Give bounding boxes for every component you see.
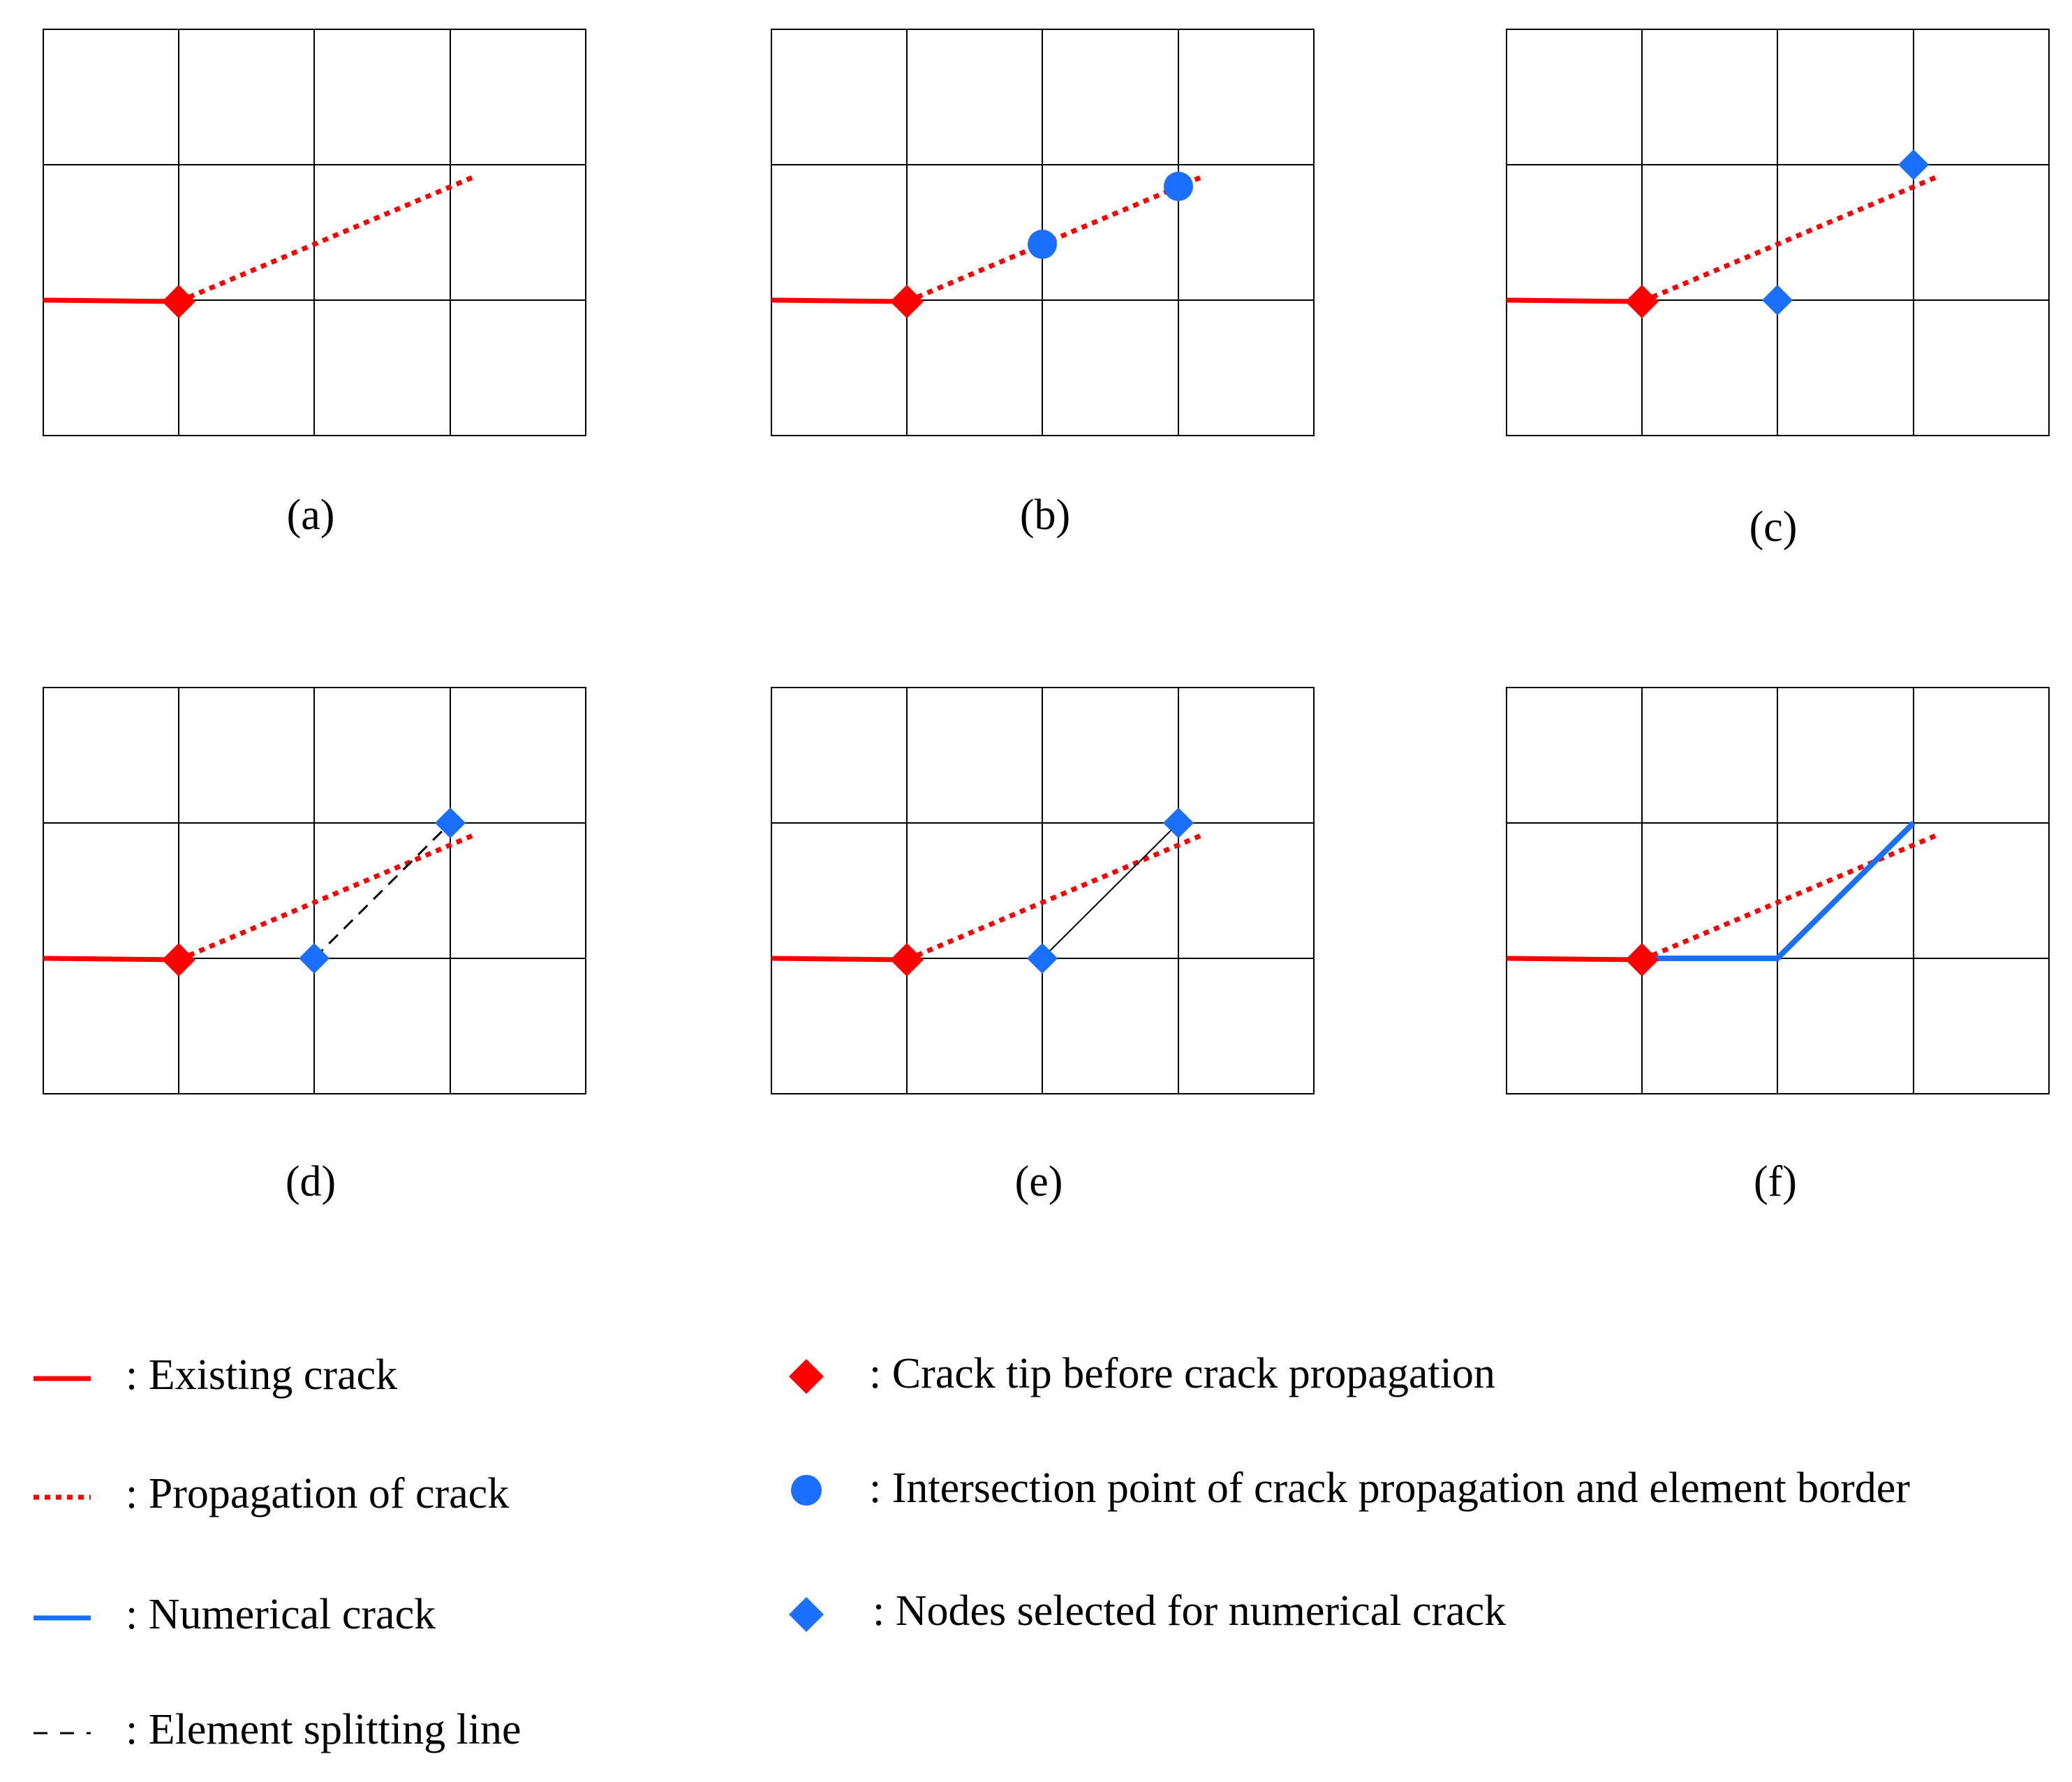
existing-crack-line bbox=[1506, 956, 1643, 963]
legend-label-existing-crack: : Existing crack bbox=[126, 1351, 397, 1399]
element-splitting-line bbox=[313, 822, 452, 960]
legend-crack-tip-icon bbox=[789, 1359, 824, 1394]
panel-b bbox=[771, 29, 1315, 436]
selected-node-marker bbox=[299, 943, 330, 974]
mesh-grid bbox=[43, 29, 586, 436]
propagation-line bbox=[1641, 173, 1941, 304]
legend-label-numerical-crack: : Numerical crack bbox=[126, 1591, 436, 1638]
crack-tip-marker bbox=[162, 943, 195, 977]
panel-e bbox=[771, 687, 1315, 1094]
propagation-line bbox=[1641, 831, 1941, 963]
selected-node-marker bbox=[1898, 149, 1929, 180]
mesh-grid bbox=[1506, 687, 2050, 1094]
panel-label-f: (f) bbox=[1754, 1158, 1797, 1205]
selected-node-marker bbox=[1762, 285, 1793, 315]
selected-node-marker bbox=[1163, 808, 1194, 838]
mesh-grid bbox=[43, 687, 586, 1094]
panel-d bbox=[43, 687, 586, 1094]
existing-crack-line bbox=[1506, 297, 1643, 304]
existing-crack-line bbox=[771, 956, 908, 963]
existing-crack-line bbox=[43, 956, 179, 963]
propagation-line bbox=[905, 831, 1206, 963]
propagation-line bbox=[177, 831, 478, 963]
legend-intersection-point-icon bbox=[791, 1475, 822, 1506]
panel-label-a: (a) bbox=[287, 491, 335, 539]
element-split-edge bbox=[1042, 822, 1179, 959]
numerical-crack-line bbox=[1642, 821, 1916, 961]
intersection-point-marker bbox=[1028, 230, 1057, 259]
selected-node-marker bbox=[1027, 943, 1058, 974]
propagation-line bbox=[177, 173, 478, 304]
crack-tip-marker bbox=[890, 285, 924, 318]
legend-label-intersection-point: : Intersection point of crack propagatio… bbox=[869, 1464, 1910, 1512]
panel-label-e: (e) bbox=[1015, 1158, 1063, 1205]
crack-tip-marker bbox=[890, 943, 924, 977]
crack-tip-marker bbox=[162, 285, 195, 318]
legend-label-selected-nodes: : Nodes selected for numerical crack bbox=[873, 1587, 1506, 1635]
panel-label-d: (d) bbox=[286, 1158, 336, 1205]
existing-crack-line bbox=[43, 297, 179, 304]
legend-label-crack-tip: : Crack tip before crack propagation bbox=[869, 1350, 1495, 1397]
legend-label-splitting-line: : Element splitting line bbox=[126, 1706, 521, 1753]
panel-a bbox=[43, 29, 586, 436]
panel-label-c: (c) bbox=[1749, 503, 1798, 551]
legend: : Existing crack : Propagation of crack … bbox=[34, 1350, 1910, 1753]
selected-node-marker bbox=[435, 808, 466, 838]
mesh-grid bbox=[1506, 29, 2050, 436]
panel-c bbox=[1506, 29, 2050, 436]
intersection-point-marker bbox=[1164, 172, 1193, 201]
panel-f bbox=[1506, 687, 2050, 1094]
existing-crack-line bbox=[771, 297, 908, 304]
mesh-grid bbox=[771, 687, 1315, 1094]
crack-tip-marker bbox=[1625, 285, 1659, 318]
legend-selected-node-icon bbox=[789, 1597, 824, 1632]
crack-tip-marker bbox=[1625, 943, 1659, 977]
legend-label-propagation: : Propagation of crack bbox=[126, 1470, 509, 1517]
panel-label-b: (b) bbox=[1020, 491, 1070, 539]
